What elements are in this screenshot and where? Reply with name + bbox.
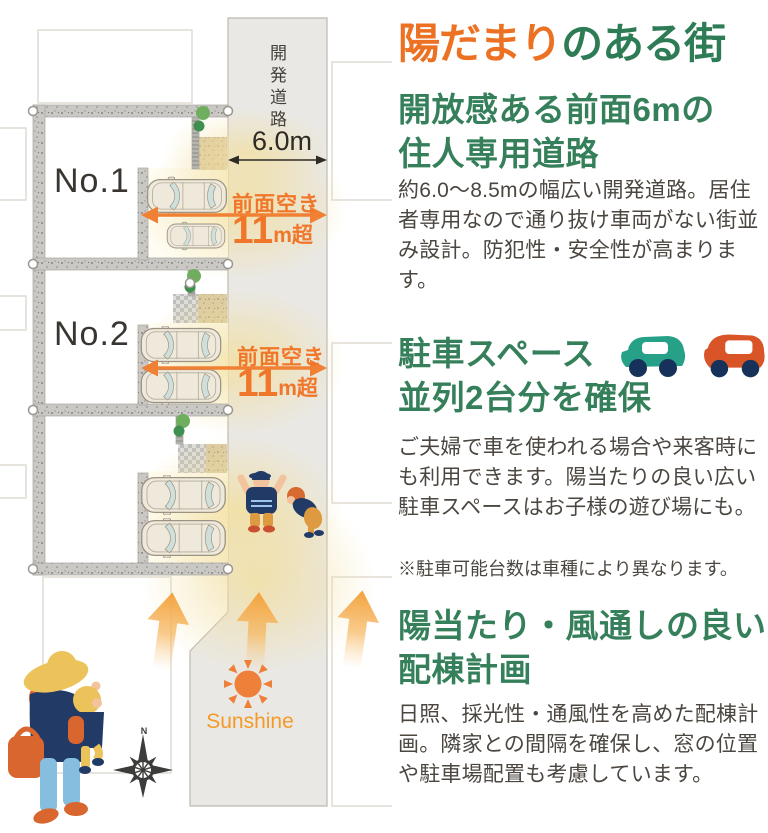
sun-direction-arrows bbox=[147, 590, 380, 671]
road-label: 開発道路 bbox=[267, 44, 286, 132]
car-icons bbox=[616, 326, 768, 382]
compass-north-label: N bbox=[140, 726, 148, 736]
clearance2-label: 前面空き bbox=[237, 346, 325, 369]
road-width-arrow bbox=[228, 155, 327, 165]
section1-body: 約6.0〜8.5mの幅広い開発道路。居住者専用なので通り抜け車両がない街並み設計… bbox=[398, 179, 759, 292]
playing-kids-illustration bbox=[237, 471, 324, 538]
description-panel: 陽だまりのある街 開放感ある前面6mの 住人専用道路 約6.0〜8.5mの幅広い… bbox=[398, 0, 768, 833]
lot2-label: No.2 bbox=[54, 315, 130, 353]
section3-heading: 陽当たり・風通しの良い 配棟計画 bbox=[398, 604, 768, 692]
clearance1-label: 前面空き bbox=[232, 193, 320, 216]
section3-heading-line1: 陽当たり・風通しの良い bbox=[398, 607, 767, 644]
sun-icon bbox=[224, 660, 272, 708]
section2-heading: 駐車スペース 並列2台分を確保 bbox=[398, 332, 768, 420]
section1-heading-line1: 開放感ある前面6mの bbox=[398, 91, 715, 128]
survey-points bbox=[27, 105, 234, 575]
section1-heading-line2: 住人専用道路 bbox=[398, 135, 599, 172]
road-width-label: 6.0m bbox=[251, 126, 313, 156]
page-title-rest: のある街 bbox=[561, 20, 726, 67]
clearance2-number: 11 bbox=[237, 362, 279, 405]
clearance-arrow-no1 bbox=[141, 206, 327, 224]
section3-body: 日照、採光性・通風性を高めた配棟計画。隣家との間隔を確保し、窓の位置や駐車場配置… bbox=[398, 703, 759, 786]
section2-body: ご夫婦で車を使われる場合や来客時にも利用できます。陽当たりの良い広い駐車スペース… bbox=[398, 436, 758, 519]
clearance-arrow-no2 bbox=[141, 359, 327, 377]
garden-trees bbox=[173, 106, 210, 437]
compass-icon bbox=[113, 734, 173, 798]
mother-child-illustration bbox=[8, 651, 104, 824]
sunshine-label: Sunshine bbox=[206, 710, 294, 733]
section3-heading-line2: 配棟計画 bbox=[398, 651, 532, 688]
orange-car-icon bbox=[704, 334, 765, 378]
page-title-accent: 陽だまり bbox=[398, 20, 562, 67]
clearance2-unit: m超 bbox=[278, 377, 318, 400]
site-plan-diagram bbox=[0, 17, 392, 824]
teal-car-icon bbox=[621, 336, 686, 377]
lot1-label: No.1 bbox=[54, 162, 130, 200]
clearance1-number: 11 bbox=[232, 209, 274, 252]
clearance1-unit: m超 bbox=[273, 224, 313, 247]
section2-note: ※駐車可能台数は車種により異なります。 bbox=[398, 559, 738, 579]
section2-heading-line1: 駐車スペース bbox=[398, 335, 596, 372]
section2-heading-line2: 並列2台分を確保 bbox=[398, 379, 652, 416]
page-title: 陽だまりのある街 bbox=[398, 20, 768, 68]
section1-heading: 開放感ある前面6mの 住人専用道路 bbox=[398, 88, 768, 176]
